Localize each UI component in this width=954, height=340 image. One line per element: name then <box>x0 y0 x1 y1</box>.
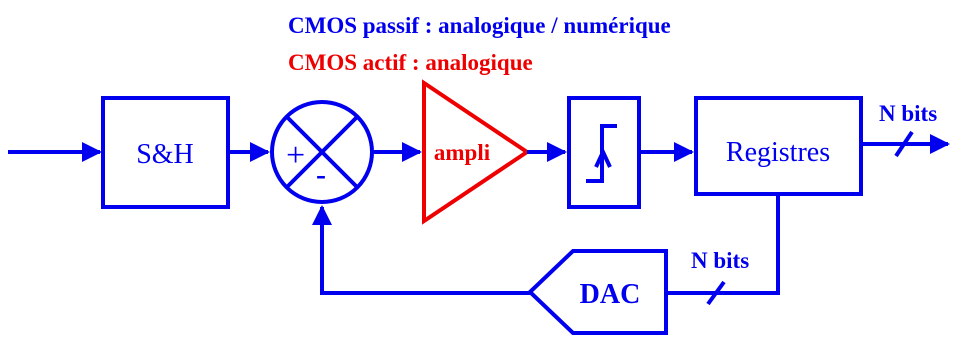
amplifier-label: ampli <box>434 140 491 165</box>
output-bus-slash <box>894 130 914 158</box>
registers-label: Registres <box>726 137 830 168</box>
dac-block <box>527 249 668 335</box>
header-passive-cmos: CMOS passif : analogique / numérique <box>288 13 671 38</box>
hysteresis-up-arrow <box>594 147 612 168</box>
summing-cross-b <box>285 115 359 189</box>
feedback-bus-line <box>666 194 780 295</box>
output-bits-label: N bits <box>879 101 937 126</box>
header-active-cmos: CMOS actif : analogique <box>288 50 533 75</box>
summing-plus-sign: + <box>286 137 305 174</box>
feedback-bits-label: N bits <box>691 248 749 273</box>
summing-minus-sign: - <box>316 158 326 191</box>
dac-label: DAC <box>580 279 641 310</box>
amplifier-triangle <box>422 79 531 225</box>
dac-to-summer-arrow <box>312 205 530 295</box>
sample-hold-label: S&H <box>136 139 194 170</box>
feedback-bus-slash <box>706 280 726 306</box>
